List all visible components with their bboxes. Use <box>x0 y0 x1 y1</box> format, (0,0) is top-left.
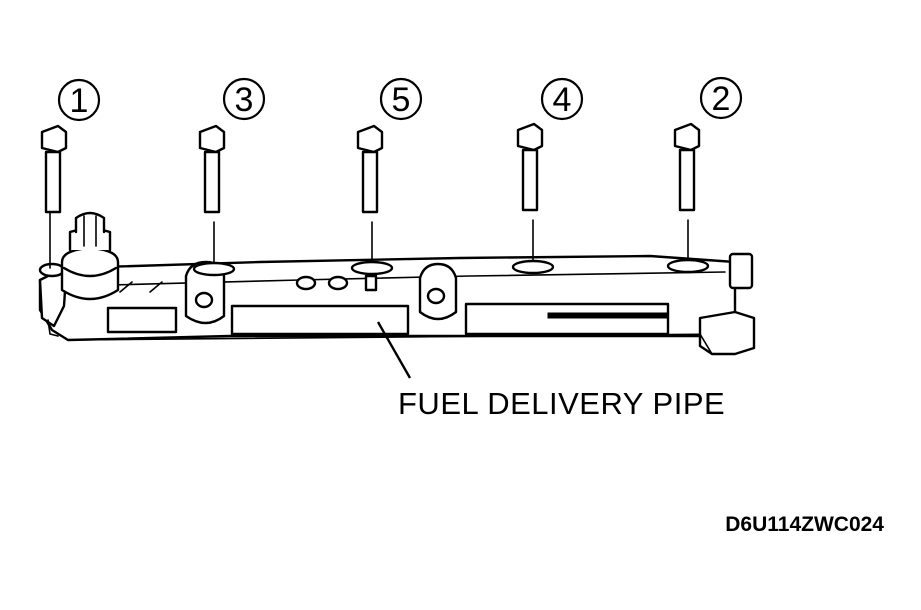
order-label-1: 1 <box>57 78 101 122</box>
svg-text:2: 2 <box>712 80 731 118</box>
bolt-1 <box>40 124 68 269</box>
bolt-5 <box>356 124 384 263</box>
order-label-4: 4 <box>540 77 584 121</box>
bolt-4 <box>516 122 544 261</box>
figure-code: D6U114ZWC024 <box>725 513 884 536</box>
svg-text:5: 5 <box>392 81 411 119</box>
svg-text:3: 3 <box>235 81 254 119</box>
bolt-2 <box>673 122 701 261</box>
callout-leader-line <box>376 321 412 379</box>
svg-text:1: 1 <box>70 82 89 120</box>
pressure-regulator <box>60 211 120 301</box>
svg-text:4: 4 <box>553 81 572 119</box>
callout-label: FUEL DELIVERY PIPE <box>398 386 725 421</box>
order-label-5: 5 <box>379 77 423 121</box>
order-label-2: 2 <box>699 76 743 120</box>
bolt-3 <box>198 124 226 263</box>
fuel-delivery-pipe <box>38 252 756 356</box>
order-label-3: 3 <box>222 77 266 121</box>
